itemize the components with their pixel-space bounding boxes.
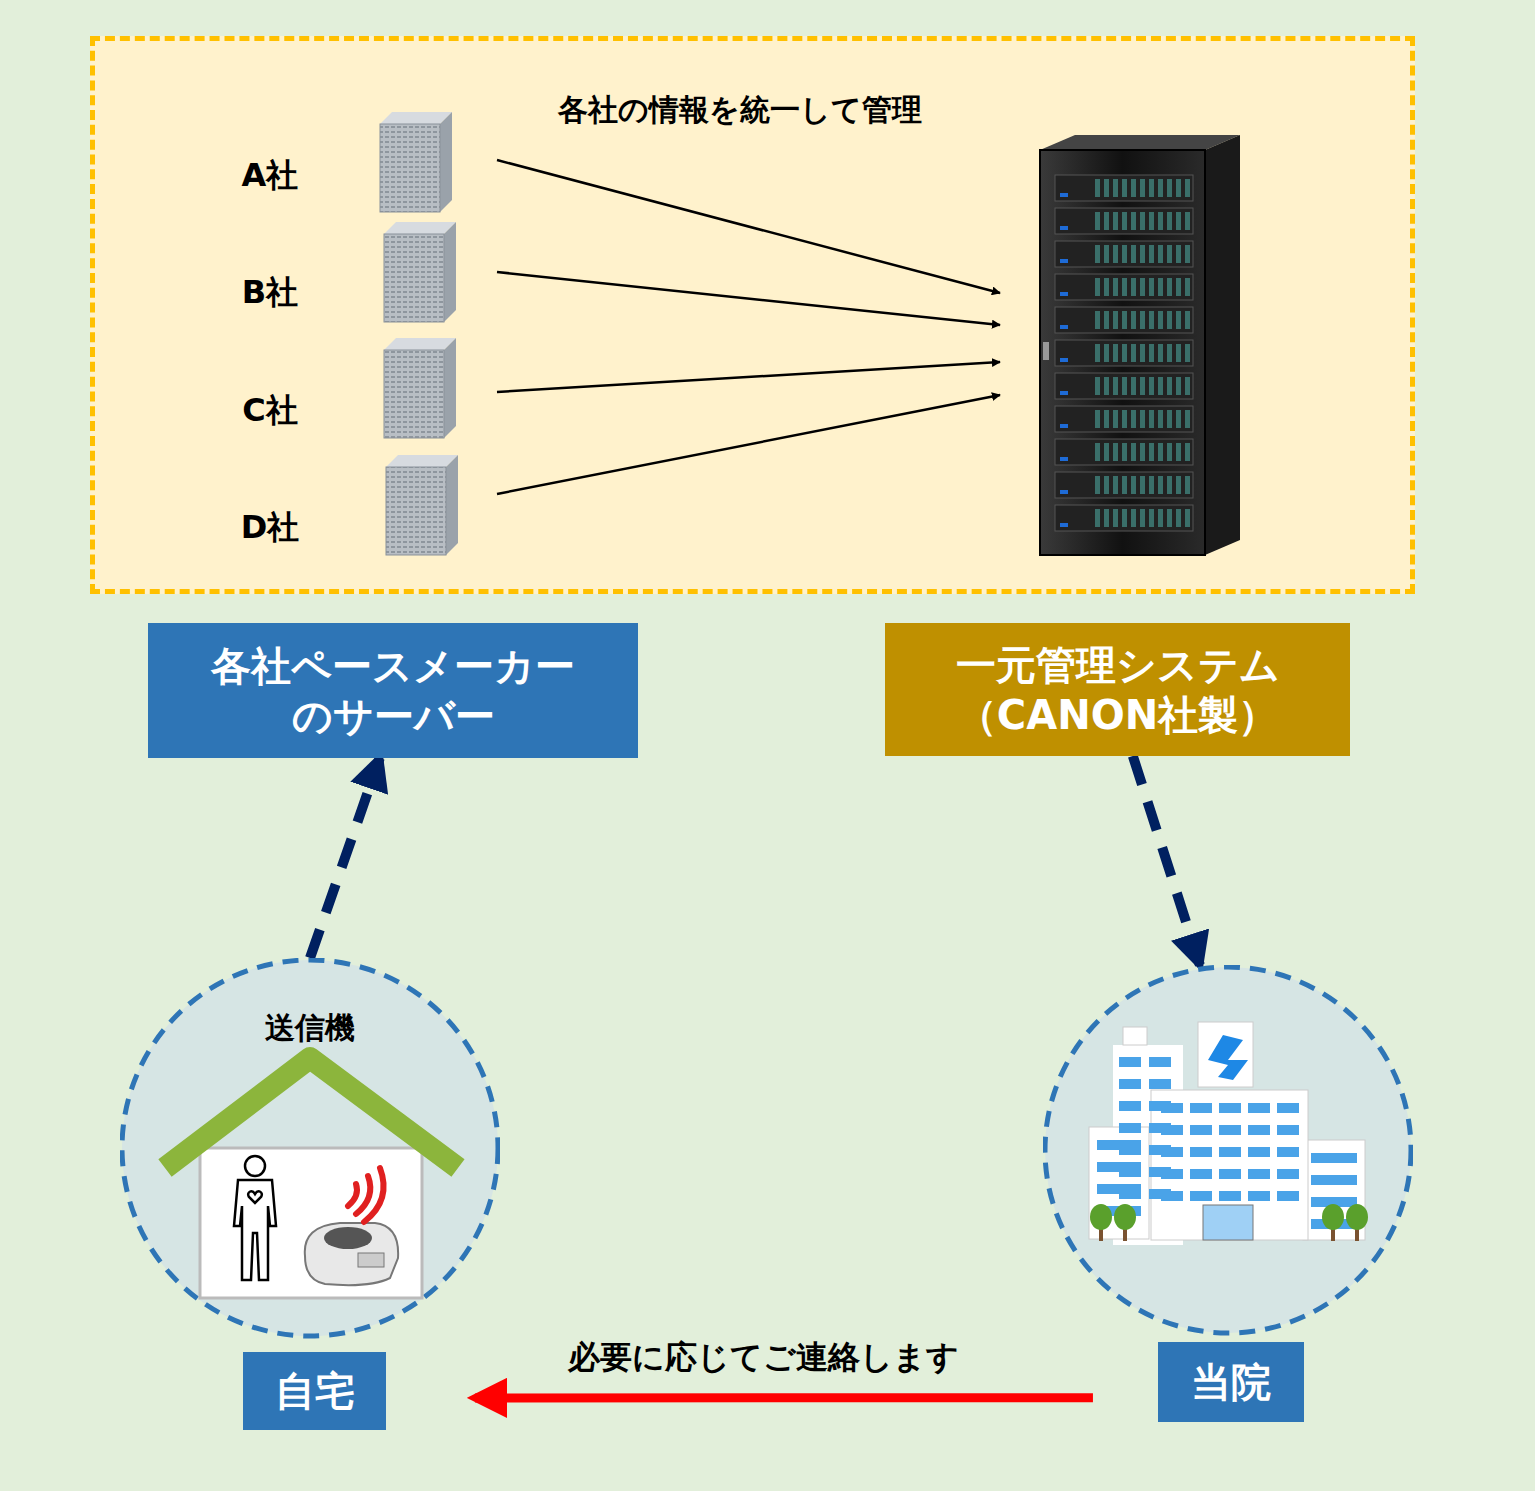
connector <box>310 758 380 958</box>
node-text: 各社の情報を統一して管理 <box>510 85 970 135</box>
node-text: 一元管理システム （CANON社製） <box>895 628 1340 751</box>
node-text: 当院 <box>1158 1342 1304 1422</box>
node-text: D社 <box>225 505 315 549</box>
rack-server <box>1040 135 1240 555</box>
label-box: 各社ペースメーカー のサーバー <box>148 623 638 758</box>
home-circle: 送信機自宅 <box>120 958 500 1430</box>
connector <box>475 1393 1093 1402</box>
node-text: 各社ペースメーカー のサーバー <box>158 628 628 753</box>
hospital-circle: 当院 <box>1043 965 1413 1422</box>
node-text: C社 <box>225 388 315 432</box>
hospital-illustration <box>1089 1022 1368 1245</box>
merge-arrows <box>497 160 1000 494</box>
server-node: D社 <box>225 457 470 567</box>
region-box: 各社の情報を統一して管理 A社 B社 C社 D社 <box>90 36 1415 594</box>
server-node: B社 <box>225 225 470 335</box>
label-box: 一元管理システム （CANON社製） <box>885 623 1350 756</box>
house-illustration <box>165 1058 458 1298</box>
node-text: A社 <box>225 153 315 197</box>
small-servers <box>380 112 458 555</box>
edge-label: 必要に応じてご連絡します <box>564 1336 963 1380</box>
node-text: 送信機 <box>240 1006 380 1050</box>
node-text: 自宅 <box>243 1352 386 1430</box>
connector <box>1133 756 1200 965</box>
node-text: B社 <box>225 270 315 314</box>
server-node: A社 <box>225 113 470 223</box>
server-node: C社 <box>225 341 470 451</box>
